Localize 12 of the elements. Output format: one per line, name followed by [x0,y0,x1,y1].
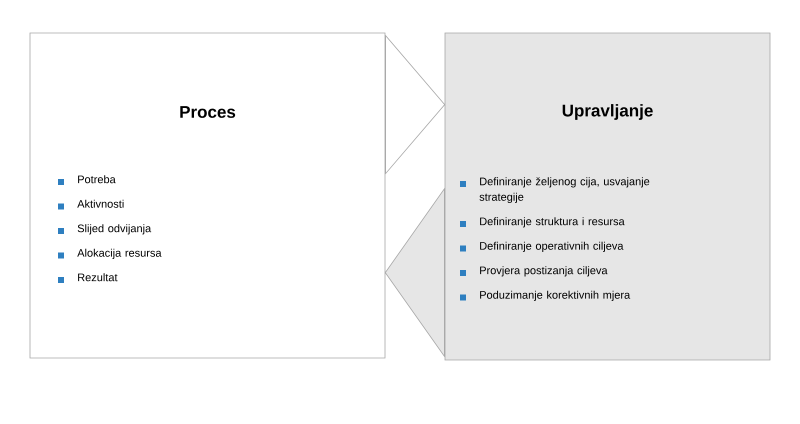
list-item: Poduzimanje korektivnih mjera [480,290,630,301]
list-item: Alokacija resursa [77,248,162,259]
list-item: Slijed odvijanja [78,224,152,234]
box-title: Proces [180,106,236,118]
list-item: Definiranje operativnih ciljeva [480,242,624,252]
list-item: Provjera postizanja ciljeva [480,266,608,276]
list-item: Aktivnosti [77,200,124,208]
list-item: Definiranje struktura i resursa [480,217,625,228]
box-title: Upravljanje [562,104,653,120]
list-item: Potreba [78,175,116,184]
list-item: Rezultat [78,273,118,282]
list-item: Definiranje željenog cija, usvajanje strategije [480,177,650,203]
